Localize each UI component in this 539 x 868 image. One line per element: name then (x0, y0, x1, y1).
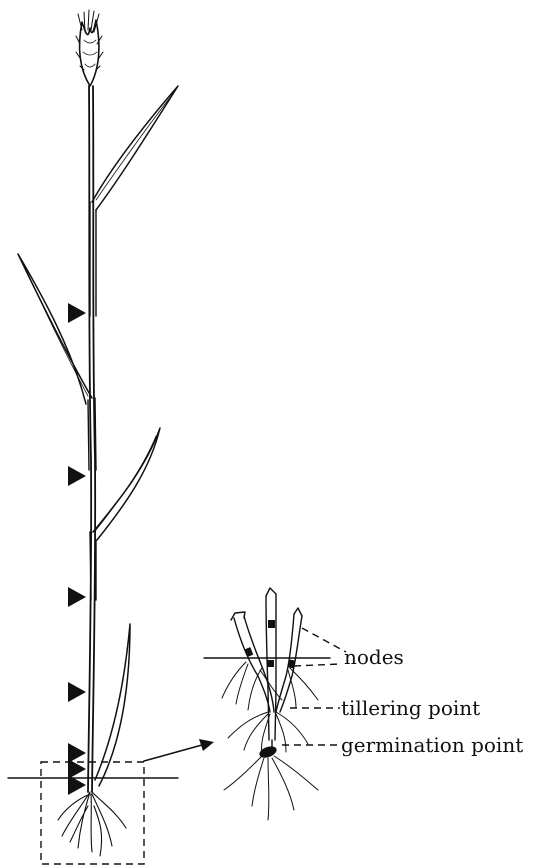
leaf-upper (90, 86, 178, 316)
triangle-right-icon (68, 587, 86, 607)
grass-plant (8, 10, 178, 864)
plant-roots (58, 792, 126, 856)
seed-head (76, 10, 103, 86)
arrow-right-icon (144, 739, 214, 761)
detail-enlargement (204, 588, 330, 820)
leaf-left (18, 254, 96, 470)
leaf-middle (90, 428, 160, 600)
leaf-basal (95, 624, 130, 786)
triangle-right-icon (68, 743, 86, 763)
label-tillering-point: tillering point (341, 696, 480, 720)
triangle-right-icon (68, 682, 86, 702)
triangle-right-icon (68, 303, 86, 323)
label-germination-point: germination point (341, 733, 523, 757)
label-nodes: nodes (344, 645, 404, 669)
triangle-right-icon (68, 466, 86, 486)
